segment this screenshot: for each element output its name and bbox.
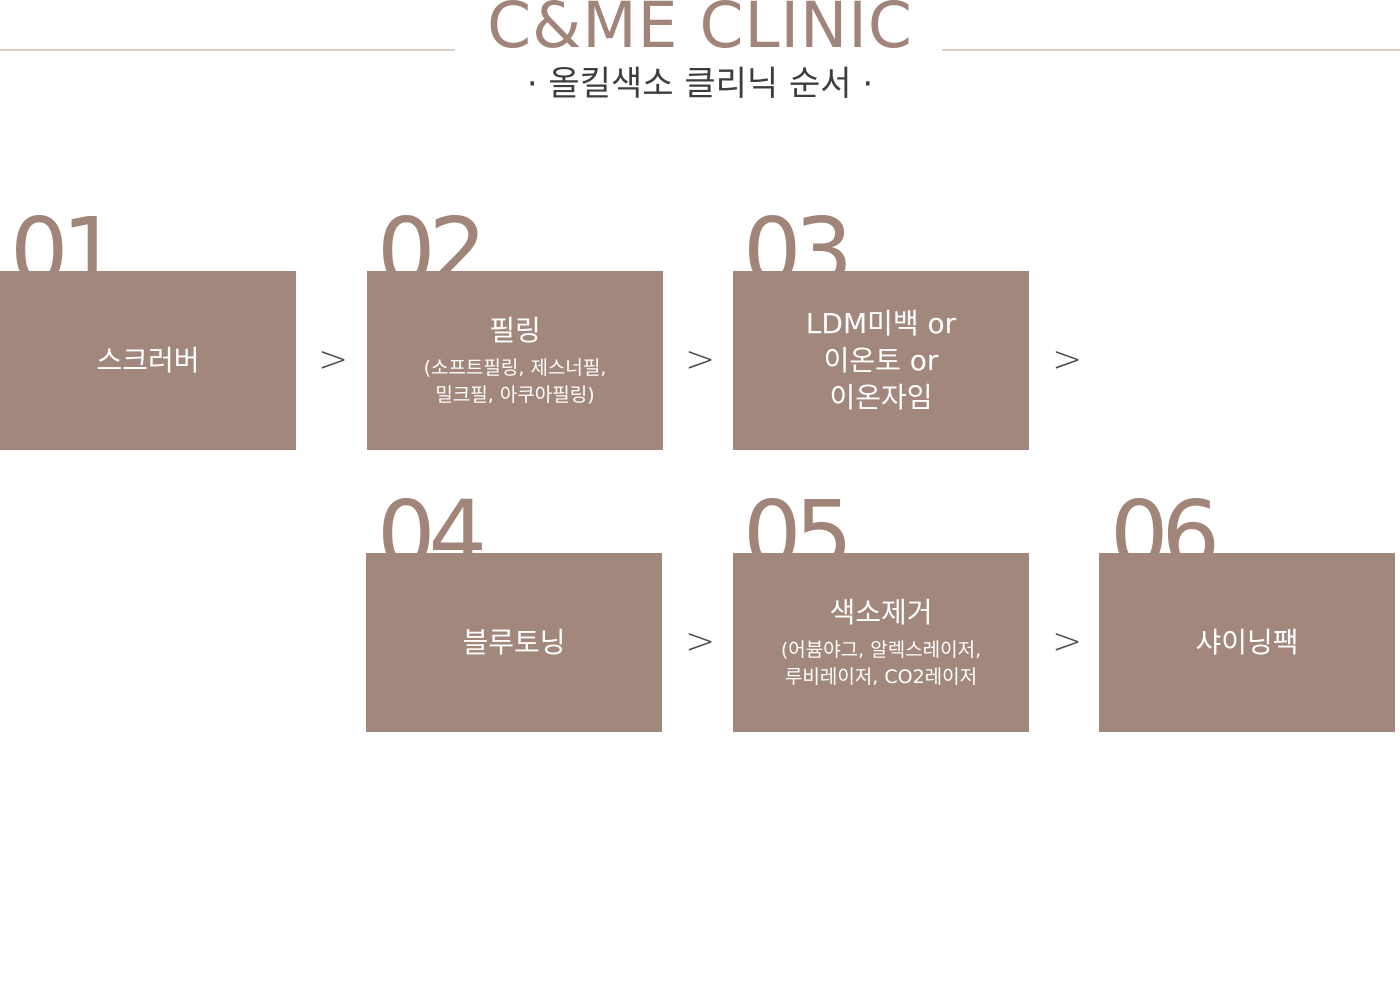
next-arrow-icon: > — [685, 339, 716, 380]
step-title: LDM미백 or 이온토 or 이온자임 — [805, 307, 957, 414]
next-arrow-icon: > — [1052, 339, 1083, 380]
step-title: 블루토닝 — [462, 626, 566, 659]
step-card-scrubber: 스크러버 — [0, 271, 296, 450]
step-card-peeling: 필링 (소프트필링, 제스너필, 밀크필, 아쿠아필링) — [367, 271, 663, 450]
step-card-ldm: LDM미백 or 이온토 or 이온자임 — [733, 271, 1029, 450]
step-card-pigment-removal: 색소제거 (어븀야그, 알렉스레이저, 루비레이저, CO2레이저 — [733, 553, 1029, 732]
brand-title: C&ME CLINIC — [487, 0, 913, 62]
step-card-shining-pack: 샤이닝팩 — [1099, 553, 1395, 732]
step-card-blue-toning: 블루토닝 — [366, 553, 662, 732]
next-arrow-icon: > — [1052, 621, 1083, 662]
next-arrow-icon: > — [685, 621, 716, 662]
step-title: 필링 — [489, 314, 541, 347]
header-divider-right — [942, 49, 1400, 51]
step-title: 색소제거 — [829, 596, 933, 629]
step-detail: (어븀야그, 알렉스레이저, 루비레이저, CO2레이저 — [780, 639, 982, 688]
step-title: 스크러버 — [96, 344, 200, 377]
page-subtitle: · 올킬색소 클리닉 순서 · — [526, 64, 874, 104]
step-detail: (소프트필링, 제스너필, 밀크필, 아쿠아필링) — [423, 357, 607, 406]
step-title: 샤이닝팩 — [1195, 626, 1299, 659]
next-arrow-icon: > — [318, 339, 349, 380]
header-divider-left — [0, 49, 455, 51]
